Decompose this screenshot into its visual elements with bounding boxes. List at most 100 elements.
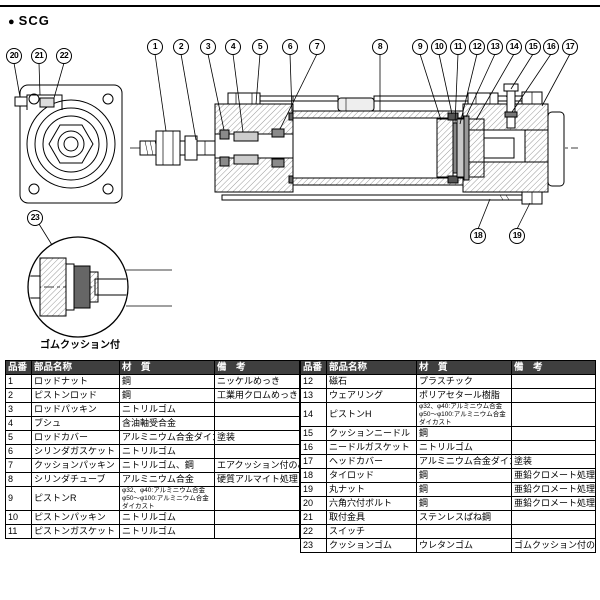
table-cell: シリンダチューブ [31, 472, 120, 487]
tie-rod [292, 95, 339, 102]
detail-bolt [29, 275, 41, 299]
table-cell: ニッケルめっき [214, 374, 300, 389]
table-cell: ポリアセタール樹脂 [416, 388, 512, 403]
detail-retainer [89, 271, 99, 303]
cylinder-tube [292, 110, 464, 186]
table-cell: 4 [5, 416, 32, 431]
piston-r [436, 118, 454, 178]
table-cell: φ32、φ40:アルミニウム合金 φ50〜φ100:アルミニウム合金ダイカスト [119, 485, 215, 512]
mount-hole [28, 93, 40, 105]
table-cell: タイロッド [326, 468, 417, 484]
balloon-20: 20 [6, 48, 22, 64]
table-cell: 鋼 [416, 482, 512, 498]
table-cell: 六角穴付ボルト [326, 496, 417, 512]
table-cell: ゴムクッション付のみ [511, 538, 596, 554]
balloon-8: 8 [372, 39, 388, 55]
table-cell: ステンレスばね鋼 [416, 510, 512, 526]
wear-ring [463, 115, 470, 181]
tie-rod [221, 194, 523, 201]
table-cell [511, 388, 596, 403]
cushion-packing [271, 158, 285, 168]
balloon-18: 18 [470, 228, 486, 244]
table-cell: ニトリルゴム [119, 402, 215, 417]
table-cell: ピストンパッキン [31, 510, 120, 526]
table-cell [511, 426, 596, 442]
tie-rod [259, 95, 294, 102]
table-cell: アルミニウム合金 [119, 472, 215, 487]
col-header-remarks: 備 考 [214, 360, 300, 375]
col-header-part-name: 部品名称 [326, 360, 417, 375]
series-name: SCG [18, 13, 50, 28]
table-cell: 5 [5, 430, 32, 445]
mount-hole [102, 93, 114, 105]
table-cell [214, 444, 300, 459]
table-cell [511, 374, 596, 389]
table-cell: 12 [300, 374, 327, 389]
table-cell: 鋼 [416, 496, 512, 512]
balloon-15: 15 [525, 39, 541, 55]
section-view [130, 83, 578, 205]
table-cell: ニトリルゴム [119, 444, 215, 459]
table-cell: クッションゴム [326, 538, 417, 554]
bullet-icon: ● [8, 16, 16, 28]
detail-view [27, 236, 172, 338]
rod-packing [219, 156, 230, 167]
balloon-7: 7 [309, 39, 325, 55]
col-header-remarks: 備 考 [511, 360, 596, 375]
table-cell: 硬質アルマイト処理 [214, 472, 300, 487]
table-cell: 11 [5, 524, 32, 540]
switch-body [39, 97, 55, 108]
table-cell: ウレタンゴム [416, 538, 512, 554]
balloon-9: 9 [412, 39, 428, 55]
table-cell: 14 [300, 401, 327, 428]
cushion-rubber [73, 265, 91, 309]
table-cell: クッションニードル [326, 426, 417, 442]
piston-packing [447, 175, 459, 184]
col-header-part-name: 部品名称 [31, 360, 120, 375]
balloon-5: 5 [252, 39, 268, 55]
table-cell: ニトリルゴム、鋼 [119, 458, 215, 473]
table-cell: ピストンR [31, 485, 120, 512]
mount-hole [28, 183, 40, 195]
table-cell: 塗装 [214, 430, 300, 445]
cushion-needle [506, 87, 516, 129]
table-cell: プラスチック [416, 374, 512, 389]
table-cell [214, 485, 300, 512]
rod-collar [184, 135, 198, 161]
table-cell: 亜鉛クロメート処理 [511, 468, 596, 484]
table-cell: 6 [5, 444, 32, 459]
table-cell: アルミニウム合金ダイカスト [416, 454, 512, 470]
balloon-19: 19 [509, 228, 525, 244]
piston-gasket [452, 122, 458, 174]
table-header-row: 品番 部品名称 材 質 備 考 [300, 360, 596, 375]
table-cell: ロッドナット [31, 374, 120, 389]
page-title: ●SCG [8, 13, 50, 28]
balloon-4: 4 [225, 39, 241, 55]
table-cell: ニトリルゴム [119, 524, 215, 540]
head-port-boss [467, 92, 499, 105]
table-cell: 7 [5, 458, 32, 473]
rod-nut-hex-front [48, 124, 94, 164]
balloon-2: 2 [173, 39, 189, 55]
rod-nut [155, 130, 181, 166]
leader-lines [13, 53, 571, 246]
table-row: 17ヘッドカバーアルミニウム合金ダイカスト塗装 [300, 454, 596, 470]
table-cell: 塗装 [511, 454, 596, 470]
detail-washer [65, 263, 75, 311]
magnet [456, 118, 465, 178]
table-cell [214, 524, 300, 540]
bushing [233, 154, 259, 165]
table-cell: ロッドカバー [31, 430, 120, 445]
detail-view-label: ゴムクッション付 [40, 340, 120, 351]
table-cell [511, 510, 596, 526]
